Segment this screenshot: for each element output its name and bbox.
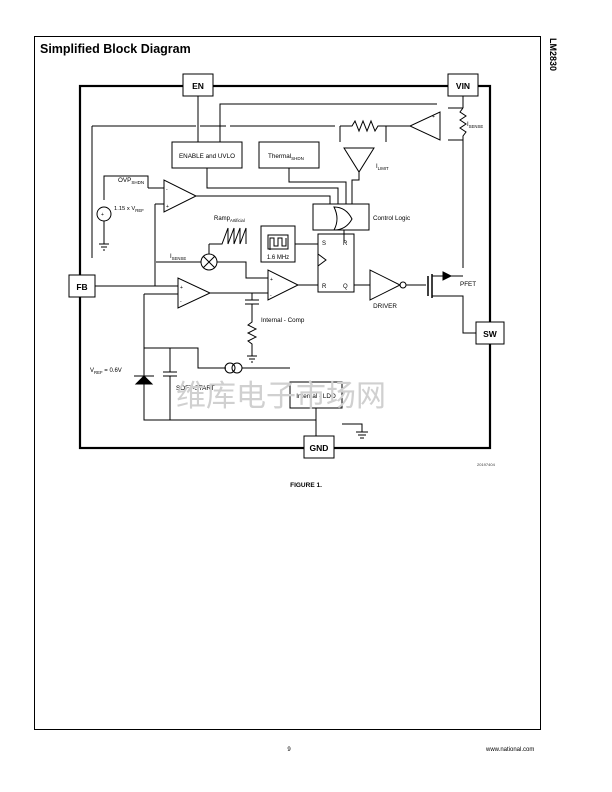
ilimit-resistor: [340, 119, 386, 133]
comp-capacitor: [245, 299, 259, 305]
ff-q-label: Q: [343, 284, 348, 290]
vin-pin-label: VIN: [456, 81, 470, 91]
ff-r-top-label: R: [343, 241, 348, 247]
control-logic-block: [312, 203, 370, 231]
svg-text:-: -: [166, 187, 168, 193]
pfet-label: PFET: [460, 281, 476, 288]
ilimit-label: ILIMIT: [376, 164, 389, 171]
ovp-ref-label: 1.15 x VREF: [114, 206, 144, 213]
internal-ldo-label: Internal - LDO: [296, 393, 336, 400]
ff-r-bottom-label: R: [322, 284, 327, 290]
fb-pin-label: FB: [76, 282, 87, 292]
svg-text:+: +: [166, 204, 169, 210]
svg-text:-: -: [432, 134, 434, 140]
soft-start-capacitor: [163, 371, 177, 377]
soft-start-label: SOFT-START: [176, 385, 215, 392]
soft-start-current-source: [224, 362, 236, 374]
vin-sense-resistor: [459, 107, 467, 140]
vref-06-label: VREF = 0.6V: [90, 368, 122, 375]
or-gate: [333, 206, 353, 231]
watermark: 维库电子市场网: [176, 379, 386, 414]
driver-buffer: [369, 269, 402, 301]
isense-vin-label: ISENSE: [467, 122, 483, 129]
driver-label: DRIVER: [373, 303, 397, 310]
thermal-label: ThermalSHDN: [268, 153, 304, 161]
website-link[interactable]: www.national.com: [486, 747, 535, 753]
svg-text:+: +: [180, 285, 183, 291]
figure-id: 20197404: [477, 462, 495, 467]
sr-flip-flop: [317, 233, 355, 293]
ff-s-label: S: [322, 241, 326, 247]
page-number: 9: [287, 747, 291, 753]
sw-pin-label: SW: [483, 329, 498, 339]
error-amplifier: [177, 277, 212, 309]
en-pin-label: EN: [192, 81, 204, 91]
figure-caption: FIGURE 1.: [290, 482, 322, 489]
svg-text:+: +: [432, 114, 435, 120]
part-number-label: LM2830: [548, 38, 558, 72]
section-title: Simplified Block Diagram: [40, 42, 191, 56]
vref-zener: [134, 375, 154, 385]
gnd-pin-label: GND: [310, 443, 329, 453]
page-frame: [34, 36, 541, 730]
control-logic-label: Control Logic: [373, 215, 410, 222]
isense-summing-label: ISENSE: [170, 254, 186, 261]
oscillator-label: 1.6 MHz: [267, 255, 289, 261]
enable-uvlo-label: ENABLE and UVLO: [179, 153, 235, 160]
isense-amplifier: [408, 111, 441, 141]
ilimit-comparator: [343, 147, 375, 173]
ground-symbol: [99, 243, 109, 251]
ramp-sawtooth: [209, 227, 247, 245]
svg-text:+: +: [101, 212, 104, 218]
internal-comp-label: Internal - Comp: [261, 317, 305, 324]
ovp-reference-source: [96, 206, 112, 222]
comp-resistor: [246, 304, 258, 356]
gnd-pin-box: [303, 435, 335, 459]
svg-text:-: -: [180, 299, 182, 305]
pwm-comparator: [267, 269, 300, 301]
svg-text:+: +: [270, 277, 273, 283]
chip-outline: [78, 84, 492, 450]
ovp-label: OVPSHDN: [118, 177, 144, 185]
ramp-label: RampArtificial: [214, 216, 245, 223]
sense-bus-top: [219, 103, 437, 142]
ovp-comparator: [163, 179, 198, 213]
svg-text:-: -: [270, 293, 272, 299]
